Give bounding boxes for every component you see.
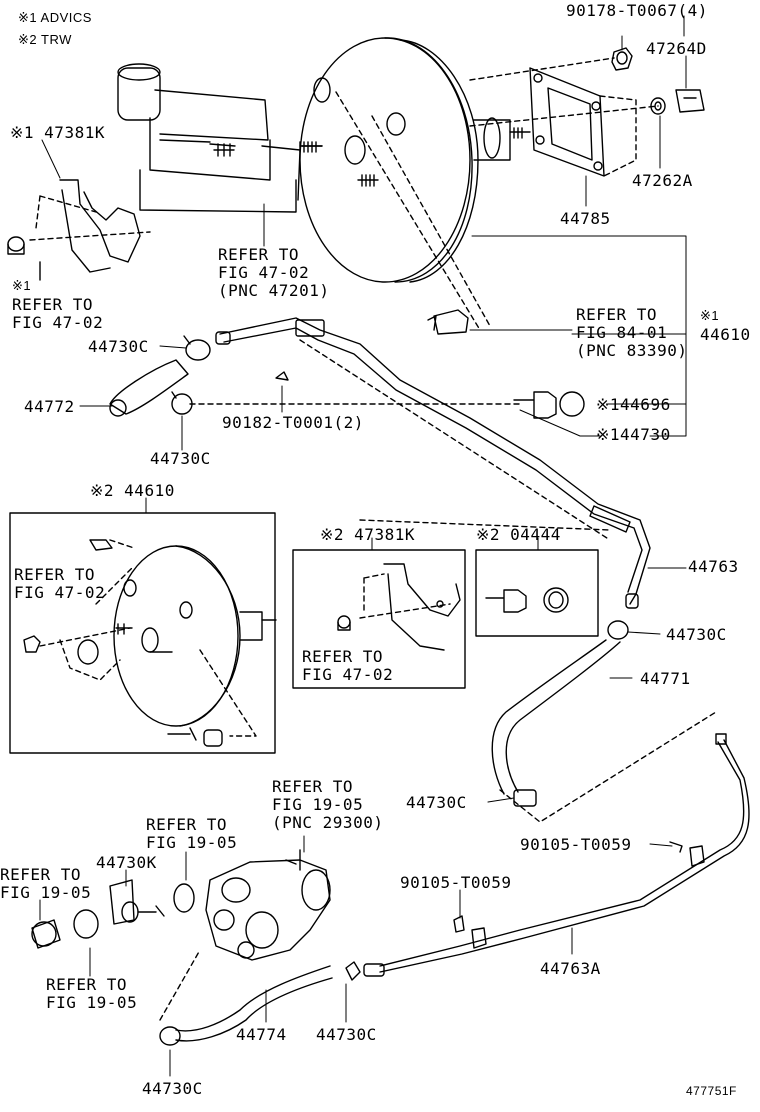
vacuum-pump-drawing (31, 849, 333, 1046)
part-label-44730c-lower[interactable]: 44730C (406, 793, 467, 812)
box-47381k-trw (292, 549, 466, 689)
part-label-04444-trw[interactable]: ※2 04444 (476, 525, 561, 544)
part-label-44730c-mid[interactable]: 44730C (150, 449, 211, 468)
advics-mark-44610: ※1 (700, 308, 720, 323)
note-advics: ※1 ADVICS (18, 10, 92, 25)
vacuum-hose-drawing (109, 309, 651, 609)
part-label-44730-advics[interactable]: ※144730 (596, 425, 671, 444)
part-label-90178-t0067[interactable]: 90178-T0067(4) (566, 1, 708, 20)
part-label-44730c-upper[interactable]: 44730C (88, 337, 149, 356)
part-label-44730c-right[interactable]: 44730C (666, 625, 727, 644)
part-label-44610-advics[interactable]: 44610 (700, 325, 751, 344)
box-04444-trw (475, 549, 599, 637)
part-label-90105-t0059-left[interactable]: 90105-T0059 (400, 873, 512, 892)
refer-to-fig-19-05-b[interactable]: REFER TO FIG 19-05 (0, 865, 92, 902)
part-label-44730c-bottom-left[interactable]: 44730C (142, 1079, 203, 1098)
refer-to-fig-19-05-c[interactable]: REFER TO FIG 19-05 (46, 975, 138, 1012)
part-label-90105-t0059-right[interactable]: 90105-T0059 (520, 835, 632, 854)
refer-to-fig-47-02-box1[interactable]: REFER TO FIG 47-02 (14, 565, 106, 602)
part-label-44771[interactable]: 44771 (640, 669, 691, 688)
lower-lines-drawing (345, 620, 750, 981)
part-label-44730k[interactable]: 44730K (96, 853, 157, 872)
part-label-44774[interactable]: 44774 (236, 1025, 287, 1044)
master-cylinder-drawing (117, 63, 323, 213)
part-label-90182-t0001[interactable]: 90182-T0001(2) (222, 413, 364, 432)
figure-code: 477751F (686, 1084, 737, 1098)
leader-lines (39, 15, 687, 1077)
refer-to-fig-47-02-pnc-47201[interactable]: REFER TO FIG 47-02 (PNC 47201) (218, 245, 330, 300)
part-label-47262a[interactable]: 47262A (632, 171, 693, 190)
part-label-47381k-advics[interactable]: ※1 47381K (10, 123, 105, 142)
part-label-44763[interactable]: 44763 (688, 557, 739, 576)
part-label-47264d[interactable]: 47264D (646, 39, 707, 58)
part-label-44610-trw[interactable]: ※2 44610 (90, 481, 175, 500)
part-label-44696[interactable]: ※144696 (596, 395, 671, 414)
part-label-44730c-bottom[interactable]: 44730C (316, 1025, 377, 1044)
refer-to-fig-19-05-a[interactable]: REFER TO FIG 19-05 (146, 815, 238, 852)
part-label-44785[interactable]: 44785 (560, 209, 611, 228)
bracket-47381k-drawing (7, 179, 151, 281)
part-label-44763a[interactable]: 44763A (540, 959, 601, 978)
part-label-44772[interactable]: 44772 (24, 397, 75, 416)
refer-to-fig-47-02-left[interactable]: REFER TO FIG 47-02 (12, 295, 104, 332)
refer-to-fig-47-02-box2[interactable]: REFER TO FIG 47-02 (302, 647, 394, 684)
part-label-47381k-trw[interactable]: ※2 47381K (320, 525, 415, 544)
box-44610-trw (9, 512, 277, 754)
advics-mark-left: ※1 (12, 278, 32, 293)
note-trw: ※2 TRW (18, 32, 72, 47)
refer-to-fig-19-05-pnc-29300[interactable]: REFER TO FIG 19-05 (PNC 29300) (272, 777, 384, 832)
refer-to-fig-84-01[interactable]: REFER TO FIG 84-01 (PNC 83390) (576, 305, 688, 360)
brake-booster-drawing (299, 37, 705, 331)
